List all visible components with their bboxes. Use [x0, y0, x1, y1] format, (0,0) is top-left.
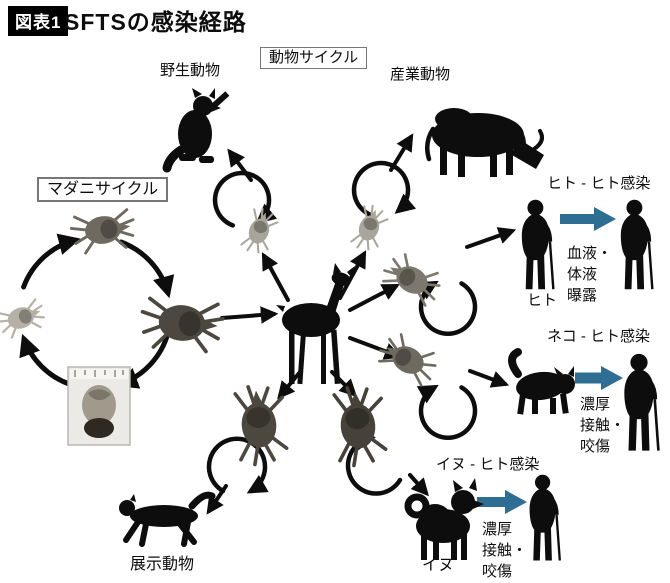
- tick-icon-small-industrial: [349, 202, 392, 255]
- figure-title: SFTSの感染経路: [64, 9, 247, 35]
- elderly-person-with-cane-icon-cat-contact: [624, 354, 658, 451]
- engorged-tick-photo-icon: [67, 366, 131, 446]
- industrial-animals-label: 産業動物: [390, 66, 451, 83]
- deer-icon: [276, 263, 355, 385]
- cycle-arc-top-to-right: [118, 239, 175, 299]
- flow-arrows: [206, 133, 517, 515]
- elderly-person-with-cane-icon-human2: [621, 200, 653, 289]
- human-label: ヒト: [527, 292, 558, 309]
- arrow-cycle-to-raccoon: [227, 148, 253, 182]
- arrow-deer-to-tick-upright: [338, 250, 367, 300]
- blood-fluid-exposure-text: 血液・ 体液 曝露: [567, 245, 613, 304]
- arrow-cycle-to-cow: [389, 133, 414, 172]
- dog-icon: [404, 478, 484, 560]
- cat-contact-bite-text: 濃厚 接触・ 咬傷: [580, 396, 626, 455]
- circular-arrow-icon-exhibition: [206, 436, 269, 494]
- exhibition-animals-label: 展示動物: [130, 556, 195, 573]
- cycle-arc-left-to-top: [21, 233, 81, 290]
- dog-human-infection-label: イヌ - ヒト感染: [436, 456, 540, 473]
- transfer-arrows: [477, 207, 623, 514]
- block-arrow-icon-human-human: [560, 207, 616, 231]
- circular-arrow-icon-wild: [212, 170, 278, 228]
- tick-icon-dog-cycle: [331, 383, 389, 469]
- circular-arrow-icon-human: [416, 280, 478, 336]
- tick-icon-human-cycle: [378, 248, 448, 309]
- arrow-tick-to-deer: [220, 306, 279, 324]
- tick-cycle-label: マダニサイクル: [37, 177, 169, 203]
- arrow-deer-to-tick-right1: [348, 283, 400, 312]
- arrow-deer-to-tick-upleft: [261, 252, 290, 302]
- raccoon-icon: [162, 88, 230, 173]
- tick-icon-cycle-right: [137, 296, 226, 355]
- block-arrow-icon-cat-human: [575, 366, 623, 390]
- cat-icon: [508, 348, 575, 415]
- cheetah-icon: [119, 491, 216, 547]
- arrow-cycle-to-cat: [468, 369, 510, 388]
- circular-arrow-icon-cat: [416, 384, 478, 440]
- circular-arrow-icon-industrial: [351, 160, 417, 218]
- arrow-cycle-to-human: [465, 227, 517, 249]
- figure-badge: 図表1: [8, 6, 69, 36]
- cycle-arc-bottom-to-left: [19, 333, 72, 387]
- animal-cycle-label: 動物サイクル: [260, 47, 368, 69]
- wild-animals-label: 野生動物: [160, 62, 221, 79]
- arrow-cycle-to-dog: [408, 473, 429, 497]
- elderly-person-with-cane-icon-human1: [522, 200, 554, 289]
- dog-label: イヌ: [422, 557, 455, 574]
- dog-contact-bite-text: 濃厚 接触・ 咬傷: [482, 521, 528, 580]
- tick-icon-cat-cycle: [374, 328, 444, 389]
- block-arrow-icon-dog-human: [477, 490, 527, 514]
- tick-icon-cycle-larva: [0, 297, 50, 342]
- cat-human-infection-label: ネコ - ヒト感染: [547, 328, 651, 345]
- tick-icon-cycle-top: [68, 207, 139, 256]
- tick-icon-small-wild: [239, 205, 282, 258]
- human-human-infection-label: ヒト - ヒト感染: [547, 175, 651, 192]
- elderly-person-with-cane-icon-dog-contact: [530, 475, 560, 561]
- arrow-cycle-to-cheetah: [206, 484, 228, 515]
- cow-icon: [424, 108, 544, 177]
